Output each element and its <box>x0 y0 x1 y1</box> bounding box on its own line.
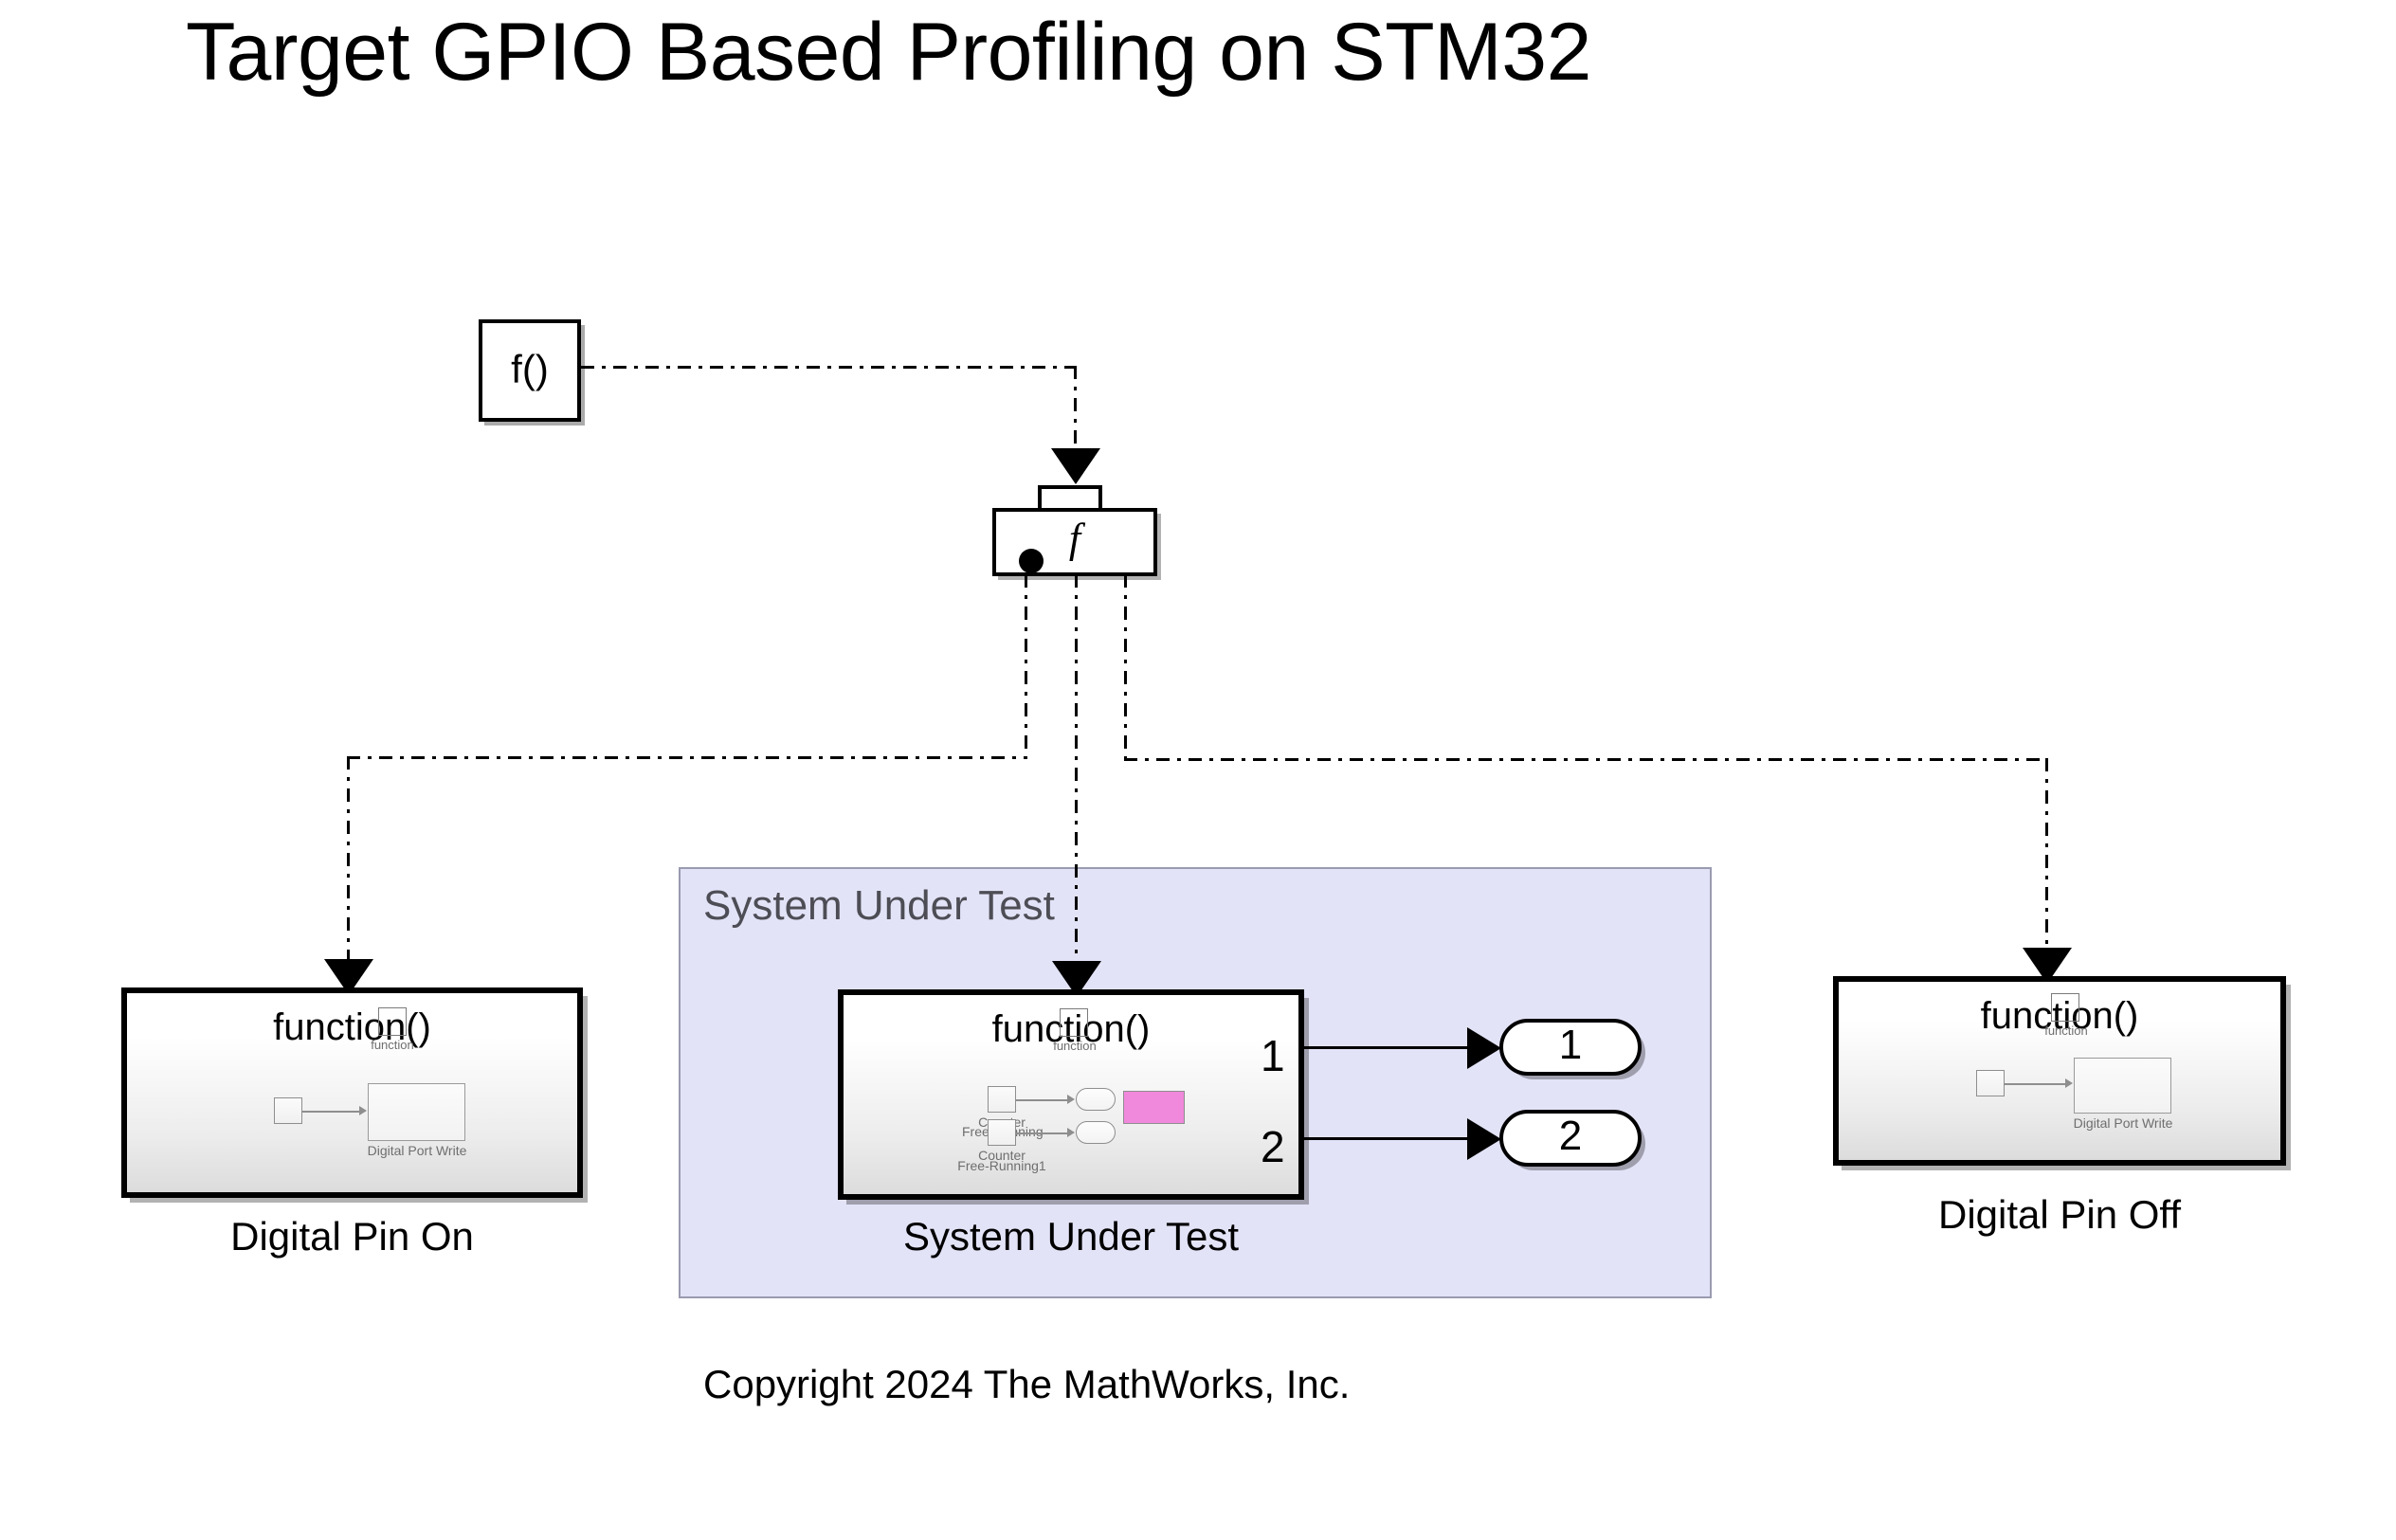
outport-2[interactable]: 2 <box>1499 1110 1642 1167</box>
split-body: f <box>992 508 1157 576</box>
mini-counter-2-label-line2: Free-Running1 <box>957 1158 1046 1173</box>
port-number-2: 2 <box>1261 1122 1285 1171</box>
port-number-1: 1 <box>1261 1031 1285 1080</box>
function-trigger-icon <box>2051 993 2079 1022</box>
mini-connector-arrow <box>359 1106 367 1115</box>
subsystem-digital-pin-on[interactable]: function() function Digital Port Write <box>121 987 583 1198</box>
signal-split-left-v2 <box>347 756 350 970</box>
function-trigger-icon-label: function <box>2044 1024 2088 1038</box>
subsystem-system-under-test[interactable]: function() function Counter Free-Running… <box>838 989 1304 1200</box>
subsystem-digital-pin-off[interactable]: function() function Digital Port Write <box>1833 976 2286 1166</box>
mini-counter-1-outport <box>1076 1088 1116 1111</box>
mini-highlighted-block <box>1123 1091 1185 1124</box>
mini-counter-1-arrow <box>1067 1095 1075 1104</box>
mini-inport <box>274 1097 302 1124</box>
mini-counter-1-block <box>988 1086 1016 1113</box>
split-origin-dot <box>1019 549 1044 573</box>
mini-connector-line <box>2005 1083 2067 1085</box>
function-trigger-icon-label: function <box>1053 1039 1097 1053</box>
signal-split-right-v1 <box>1124 574 1127 760</box>
signal-fcall-to-split-v <box>1074 366 1077 455</box>
signal-split-center-v <box>1075 574 1078 972</box>
outport-2-label: 2 <box>1558 1113 1583 1159</box>
mini-counter-2-block <box>988 1119 1016 1146</box>
arrow-into-outport-1 <box>1467 1027 1501 1069</box>
function-caller-label: f() <box>511 347 549 392</box>
signal-split-left-h <box>347 756 1027 759</box>
system-under-test-caption: System Under Test <box>902 1214 1240 1259</box>
digital-pin-on-caption: Digital Pin On <box>230 1214 474 1259</box>
page-title: Target GPIO Based Profiling on STM32 <box>186 7 1591 98</box>
signal-split-right-h <box>1124 758 2048 761</box>
signal-sut-out2 <box>1304 1137 1471 1140</box>
mini-digital-port-write-block <box>2074 1058 2171 1114</box>
area-title: System Under Test <box>703 882 1055 929</box>
copyright-text: Copyright 2024 The MathWorks, Inc. <box>703 1362 1351 1406</box>
mini-counter-1-line <box>1016 1099 1069 1101</box>
arrow-into-split <box>1051 448 1100 484</box>
mini-counter-2-outport <box>1076 1121 1116 1144</box>
mini-counter-2-arrow <box>1067 1128 1075 1137</box>
mini-connector-line <box>302 1111 361 1113</box>
function-trigger-icon <box>1060 1008 1088 1037</box>
arrow-into-outport-2 <box>1467 1118 1501 1160</box>
outport-1[interactable]: 1 <box>1499 1019 1642 1076</box>
mini-connector-arrow <box>2065 1078 2073 1088</box>
mini-inport <box>1976 1070 2005 1096</box>
mini-counter-2-line <box>1016 1132 1069 1134</box>
mini-digital-port-write-block <box>368 1083 465 1141</box>
function-trigger-icon-label: function <box>371 1038 414 1052</box>
mini-digital-port-write-label: Digital Port Write <box>2073 1115 2173 1131</box>
signal-split-right-v2 <box>2045 758 2048 959</box>
function-trigger-icon <box>378 1007 407 1036</box>
function-caller-block[interactable]: f() <box>479 319 581 422</box>
digital-pin-on-title: function() <box>273 1006 431 1048</box>
signal-fcall-to-split-h <box>581 366 1076 369</box>
signal-sut-out1 <box>1304 1046 1471 1049</box>
mini-counter-2-label-line1: Counter <box>978 1148 1026 1163</box>
function-call-split-block[interactable]: f <box>992 485 1157 576</box>
mini-digital-port-write-label: Digital Port Write <box>367 1143 467 1158</box>
outport-1-label: 1 <box>1558 1022 1583 1068</box>
signal-split-left-v1 <box>1025 574 1027 758</box>
split-f-glyph: f <box>1068 515 1081 562</box>
split-input-tab <box>1038 485 1102 510</box>
digital-pin-off-caption: Digital Pin Off <box>1938 1192 2181 1237</box>
